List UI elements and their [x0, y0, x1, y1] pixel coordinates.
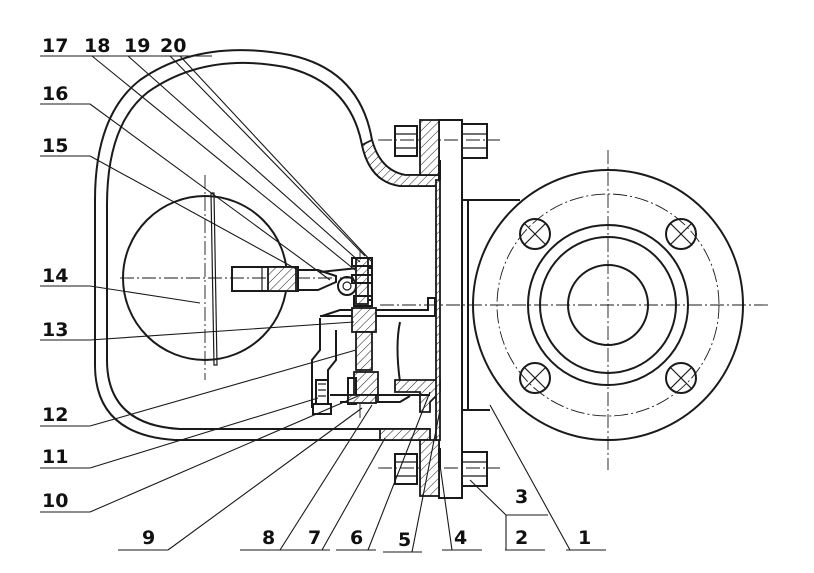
label-14: 14	[42, 265, 68, 287]
lever-mechanism	[319, 257, 373, 307]
label-5: 5	[398, 529, 411, 551]
label-1: 1	[578, 527, 591, 549]
label-3: 3	[515, 486, 528, 508]
leader-lines	[40, 55, 606, 553]
outlet-neck	[461, 190, 520, 420]
label-18: 18	[84, 35, 110, 57]
outlet-flange	[472, 169, 744, 441]
bolt-hole	[519, 362, 551, 394]
valve-body-shell	[94, 49, 440, 441]
bolt-hole	[665, 218, 697, 250]
seat-assembly	[311, 297, 441, 415]
label-9: 9	[142, 527, 155, 549]
body-flange	[394, 119, 488, 499]
label-16: 16	[42, 83, 68, 105]
label-2: 2	[515, 527, 528, 549]
label-12: 12	[42, 404, 68, 426]
label-13: 13	[42, 319, 68, 341]
label-10: 10	[42, 490, 68, 512]
label-7: 7	[308, 527, 321, 549]
label-4: 4	[454, 527, 467, 549]
label-6: 6	[350, 527, 363, 549]
label-17: 17	[42, 35, 68, 57]
bolt-hole	[519, 218, 551, 250]
label-8: 8	[262, 527, 275, 549]
bolt-hole	[665, 362, 697, 394]
label-15: 15	[42, 135, 68, 157]
center-lines	[120, 139, 770, 470]
label-20: 20	[160, 35, 186, 57]
label-19: 19	[124, 35, 150, 57]
label-11: 11	[42, 446, 68, 468]
float-ball	[122, 192, 337, 366]
part-labels: 17 18 19 20 16 15 14 13 12 11 10 9 8 7 6…	[42, 35, 591, 551]
